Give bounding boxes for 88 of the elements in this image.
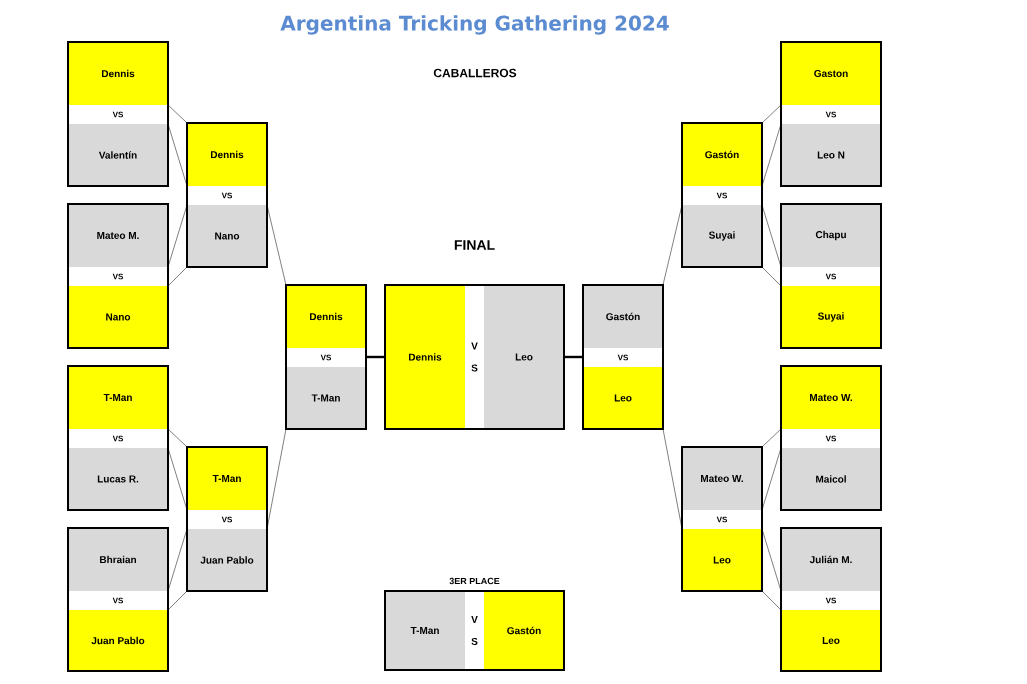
- match-box: [285, 284, 367, 430]
- match-box: [780, 527, 882, 672]
- player-cell: Leo: [682, 529, 762, 591]
- player-cell: Chapu: [781, 204, 881, 267]
- player-cell: Leo: [583, 367, 663, 429]
- player-cell: Bhraian: [68, 528, 168, 591]
- vs-label: VS: [112, 435, 124, 442]
- heading: 3ER PLACE: [449, 577, 500, 585]
- connector-line: [167, 447, 188, 511]
- connector-line: [167, 123, 188, 187]
- connector-line: [266, 204, 287, 286]
- connector-line: [761, 447, 782, 511]
- player-cell: Julián M.: [781, 528, 881, 591]
- player-cell: T-Man: [385, 591, 465, 670]
- player-cell: Mateo W.: [682, 447, 762, 510]
- match-box: [384, 577, 565, 671]
- match-box: [681, 446, 763, 592]
- player-cell: Leo: [781, 610, 881, 671]
- match-box: [582, 284, 664, 430]
- section-heading: CABALLEROS: [433, 68, 517, 78]
- player-cell: Gaston: [781, 42, 881, 105]
- player-cell: Dennis: [286, 285, 366, 348]
- connector-line: [564, 355, 583, 359]
- connector-line: [167, 104, 188, 124]
- connector-line: [167, 528, 188, 592]
- connector-line: [761, 123, 782, 187]
- vs-label: VS: [716, 192, 728, 199]
- player-cell: Suyai: [682, 205, 762, 267]
- connector-line: [167, 204, 188, 268]
- player-cell: Juan Pablo: [187, 529, 267, 591]
- player-cell: T-Man: [68, 366, 168, 429]
- vs-label: VS: [825, 597, 837, 604]
- match-box: [67, 527, 169, 672]
- match-box: [780, 365, 882, 511]
- connector-line: [761, 204, 782, 268]
- player-cell: Lucas R.: [68, 448, 168, 510]
- player-cell: T-Man: [187, 447, 267, 510]
- connector-line: [761, 266, 782, 287]
- connector-line: [366, 355, 385, 359]
- vs-label: VS: [112, 111, 124, 118]
- player-cell: T-Man: [286, 367, 366, 429]
- connector-line: [662, 204, 683, 286]
- connector-line: [761, 590, 782, 611]
- player-cell: Dennis: [187, 123, 267, 186]
- heading: FINAL: [454, 240, 495, 250]
- match-box: [67, 203, 169, 349]
- vs-label: VS: [825, 111, 837, 118]
- match-box: [67, 365, 169, 511]
- match-box: [186, 446, 268, 592]
- connector-line: [761, 428, 782, 448]
- match-box: [780, 41, 882, 187]
- vs-label: VS: [112, 597, 124, 604]
- vs-label: VS: [617, 354, 629, 361]
- player-cell: Nano: [187, 205, 267, 267]
- vs-label: VS: [716, 516, 728, 523]
- vs-label: VS: [112, 273, 124, 280]
- player-cell: Nano: [68, 286, 168, 348]
- player-cell: Leo N: [781, 124, 881, 186]
- vs-label: VS: [221, 516, 233, 523]
- player-cell: Valentín: [68, 124, 168, 186]
- player-cell: Leo: [484, 285, 564, 429]
- vs-label: VS: [825, 273, 837, 280]
- player-cell: Dennis: [68, 42, 168, 105]
- connector-line: [761, 104, 782, 124]
- title: Argentina Tricking Gathering 2024: [280, 15, 669, 35]
- player-cell: Mateo M.: [68, 204, 168, 267]
- player-cell: Juan Pablo: [68, 610, 168, 671]
- player-cell: Mateo W.: [781, 366, 881, 429]
- player-cell: Gastón: [484, 591, 564, 670]
- vs-label: V S: [471, 616, 478, 645]
- match-box: [384, 240, 565, 430]
- player-cell: Suyai: [781, 286, 881, 348]
- connector-line: [167, 590, 188, 611]
- player-cell: Gastón: [682, 123, 762, 186]
- match-box: [186, 122, 268, 268]
- vs-label: VS: [221, 192, 233, 199]
- connector-line: [167, 266, 188, 287]
- player-cell: Dennis: [385, 285, 465, 429]
- player-cell: Gastón: [583, 285, 663, 348]
- vs-label: VS: [320, 354, 332, 361]
- match-box: [67, 41, 169, 187]
- match-box: [780, 203, 882, 349]
- connector-line: [167, 428, 188, 448]
- connector-line: [761, 528, 782, 592]
- vs-label: VS: [825, 435, 837, 442]
- vs-label: V S: [471, 342, 478, 372]
- match-box: [681, 122, 763, 268]
- player-cell: Maicol: [781, 448, 881, 510]
